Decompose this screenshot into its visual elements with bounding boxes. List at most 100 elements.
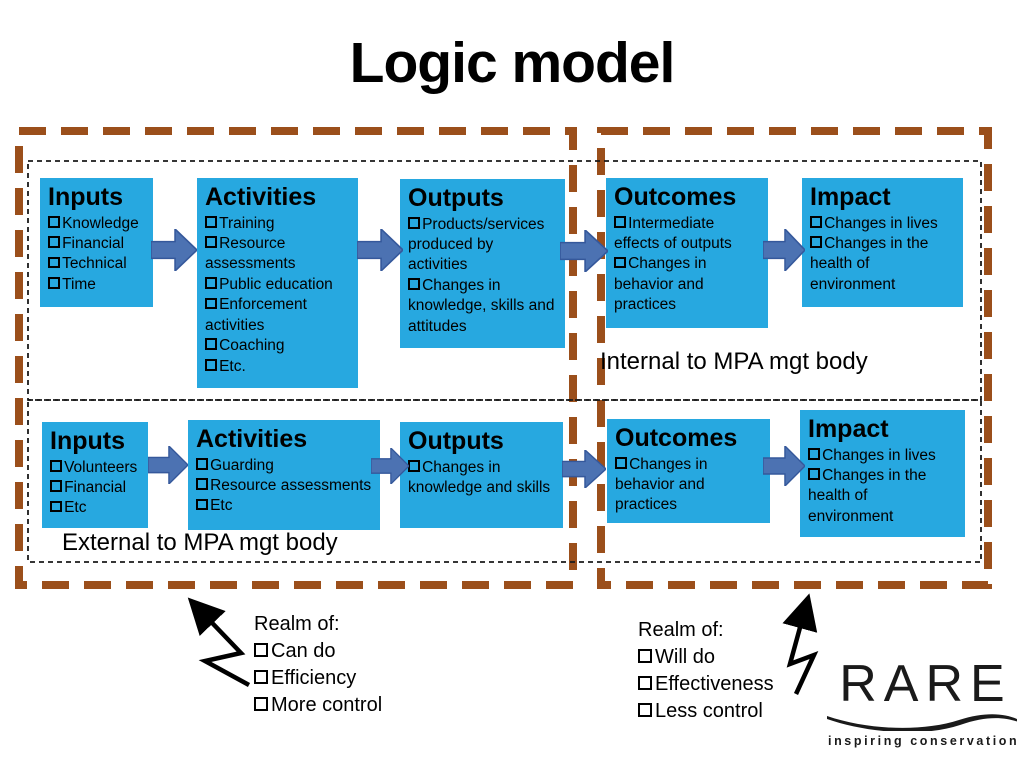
realm-title: Realm of: bbox=[254, 613, 340, 635]
checkbox-bullet-icon bbox=[810, 215, 822, 228]
checkbox-bullet-icon bbox=[254, 643, 268, 657]
checklist-item: Can do bbox=[254, 638, 382, 665]
box-title: Activities bbox=[196, 425, 308, 453]
flow-arrow-icon bbox=[357, 229, 403, 271]
box-checklist: Products/services produced by activities… bbox=[408, 215, 557, 338]
box-title: Impact bbox=[810, 183, 891, 211]
box-title: Inputs bbox=[50, 427, 125, 455]
flow-arrow-icon bbox=[371, 448, 409, 484]
checkbox-bullet-icon bbox=[205, 236, 217, 248]
checklist-item: Etc. bbox=[205, 357, 350, 377]
checkbox-bullet-icon bbox=[808, 468, 820, 480]
checkbox-bullet-icon bbox=[205, 338, 217, 351]
checklist-item: Etc bbox=[196, 496, 372, 516]
checkbox-bullet-icon bbox=[638, 703, 652, 717]
outcomes-box-internal: Outcomes Intermediate effects of outputs… bbox=[606, 178, 768, 328]
checklist-item: Changes in lives bbox=[808, 446, 957, 466]
box-title: Outputs bbox=[408, 184, 504, 212]
outputs-box-external: Outputs Changes in knowledge and skills bbox=[400, 422, 563, 528]
checkbox-bullet-icon bbox=[408, 278, 420, 290]
checkbox-bullet-icon bbox=[808, 447, 820, 460]
flow-arrow-icon bbox=[763, 229, 805, 271]
zigzag-arrow-left-icon bbox=[187, 597, 251, 687]
flow-arrow-icon bbox=[560, 230, 608, 272]
slide-title: Logic model bbox=[349, 31, 676, 95]
checkbox-bullet-icon bbox=[48, 236, 60, 248]
checkbox-bullet-icon bbox=[614, 215, 626, 228]
checkbox-bullet-icon bbox=[48, 277, 60, 289]
checklist-item: Etc bbox=[50, 498, 140, 518]
internal-region-label: Internal to MPA mgt body bbox=[600, 348, 868, 375]
checkbox-bullet-icon bbox=[810, 236, 822, 248]
checkbox-bullet-icon bbox=[48, 215, 60, 228]
checkbox-bullet-icon bbox=[408, 459, 420, 472]
checkbox-bullet-icon bbox=[614, 256, 626, 269]
checklist-item: Financial bbox=[50, 478, 140, 498]
checkbox-bullet-icon bbox=[205, 358, 217, 371]
checkbox-bullet-icon bbox=[254, 670, 268, 684]
flow-arrow-icon bbox=[151, 229, 197, 271]
box-title: Inputs bbox=[48, 183, 123, 211]
checklist-item: Changes in knowledge and skills bbox=[408, 458, 551, 496]
checkbox-bullet-icon bbox=[205, 297, 217, 310]
box-title: Outcomes bbox=[614, 183, 737, 211]
box-title: Impact bbox=[808, 415, 889, 443]
checklist-item: Changes in the health of environment bbox=[810, 234, 929, 293]
checkbox-bullet-icon bbox=[615, 456, 627, 469]
checklist-item: Less control bbox=[638, 698, 774, 725]
flow-arrow-icon bbox=[148, 446, 188, 484]
zigzag-arrow-right-icon bbox=[782, 593, 819, 695]
checkbox-bullet-icon bbox=[205, 215, 217, 228]
rare-logo: RARE inspiring conservation bbox=[826, 655, 1020, 749]
flow-arrow-icon bbox=[763, 446, 805, 486]
checklist-item: Resource assessments bbox=[205, 234, 296, 273]
checklist-item: Enforcement activities bbox=[205, 296, 307, 334]
rare-logo-tagline: inspiring conservation bbox=[828, 734, 1020, 749]
outputs-box-internal: Outputs Products/services produced by ac… bbox=[400, 179, 565, 348]
checklist-item: Training bbox=[205, 214, 350, 234]
checkbox-bullet-icon bbox=[408, 216, 420, 229]
external-region-label: External to MPA mgt body bbox=[62, 529, 338, 556]
checklist-item: Changes in knowledge, skills and attitud… bbox=[408, 276, 555, 335]
checklist-item: Changes in behavior and practices bbox=[615, 455, 708, 514]
box-title: Activities bbox=[205, 183, 317, 211]
realm-title: Realm of: bbox=[638, 619, 724, 641]
checklist-item: Intermediate effects of outputs bbox=[614, 214, 732, 252]
checklist-item: Changes in behavior and practices bbox=[614, 255, 707, 314]
checkbox-bullet-icon bbox=[254, 697, 268, 711]
checklist-item: Public education bbox=[205, 275, 350, 295]
checkbox-bullet-icon bbox=[196, 457, 208, 470]
checklist-item: Products/services produced by activities bbox=[408, 215, 545, 274]
checkbox-bullet-icon bbox=[50, 500, 62, 513]
checkbox-bullet-icon bbox=[50, 480, 62, 492]
box-title: Outcomes bbox=[615, 424, 738, 452]
checklist-item: Resource assessments bbox=[196, 476, 372, 496]
checkbox-bullet-icon bbox=[196, 478, 208, 490]
box-checklist: Changes in knowledge and skills bbox=[408, 458, 555, 499]
rare-logo-wave-icon bbox=[827, 714, 1017, 732]
box-checklist: Changes in behavior and practices bbox=[615, 455, 762, 516]
checklist-item: Changes in the health of environment bbox=[808, 466, 927, 525]
checklist-item: Efficiency bbox=[254, 665, 382, 692]
checklist-item: Time bbox=[48, 275, 145, 295]
checklist-item: Will do bbox=[638, 644, 774, 671]
checkbox-bullet-icon bbox=[50, 459, 62, 472]
checklist-item: Changes in lives bbox=[810, 214, 955, 234]
checklist-item: Guarding bbox=[196, 456, 372, 476]
rare-logo-wordmark: RARE bbox=[839, 655, 1012, 713]
